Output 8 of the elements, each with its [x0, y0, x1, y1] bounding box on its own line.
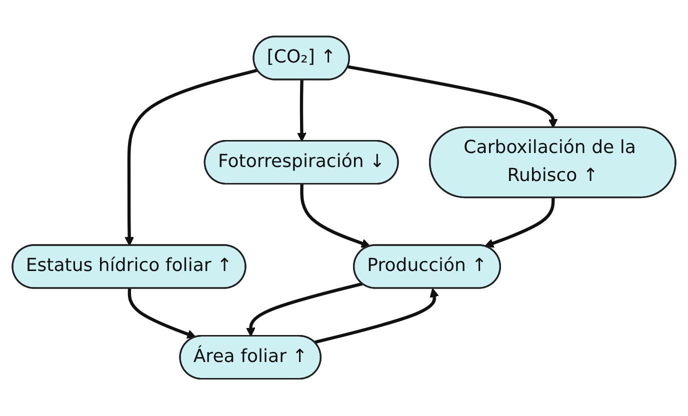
- arrow: [297, 80, 306, 142]
- arrow: [314, 288, 439, 344]
- arrow: [124, 69, 258, 246]
- arrow: [246, 282, 363, 338]
- arrow: [128, 288, 196, 339]
- arrow: [348, 66, 558, 129]
- arrow: [300, 184, 371, 248]
- arrow: [484, 198, 555, 248]
